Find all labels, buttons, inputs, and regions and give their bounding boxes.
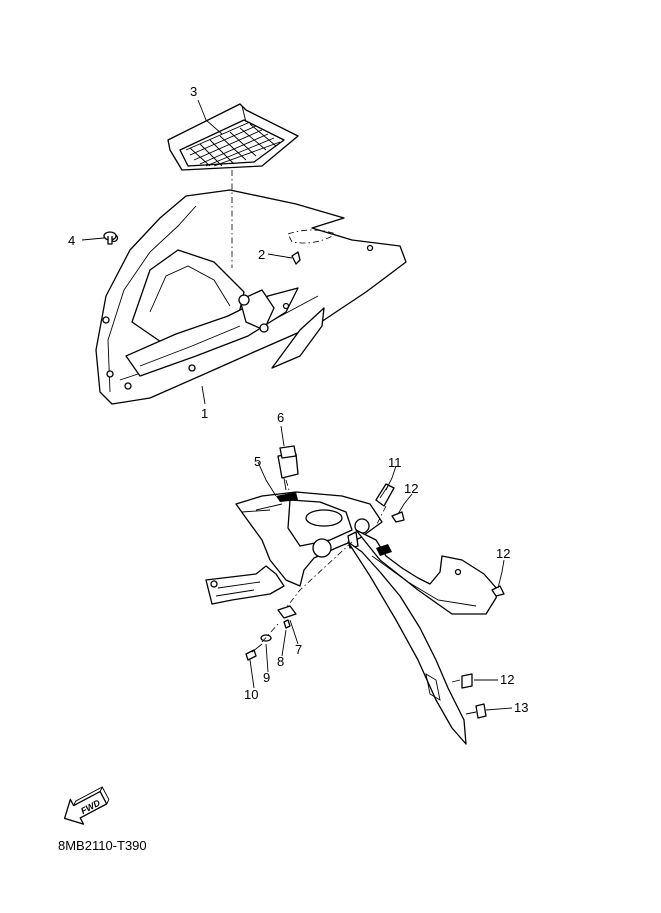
rear-side-panel[interactable] (347, 529, 499, 745)
callout-7: 7 (295, 642, 302, 657)
callout-12-upper: 12 (404, 481, 418, 496)
callout-12-lower: 12 (500, 672, 514, 687)
callout-12-right: 12 (496, 546, 510, 561)
part-1-front-cowling[interactable] (95, 189, 407, 405)
part-13-rivet[interactable] (465, 703, 487, 719)
part-8-washer[interactable] (283, 619, 291, 629)
leader-lines (81, 99, 513, 711)
mesh-pattern (185, 121, 281, 167)
callout-9: 9 (263, 670, 270, 685)
callout-6: 6 (277, 410, 284, 425)
part-2-screw[interactable] (291, 251, 301, 265)
callout-11: 11 (388, 455, 402, 470)
part-7-nut[interactable] (277, 605, 297, 619)
callout-13: 13 (514, 700, 528, 715)
part-4-bolt[interactable] (103, 231, 117, 245)
fwd-arrow-icon: FWD (63, 786, 110, 825)
callout-10: 10 (244, 687, 258, 702)
callout-8: 8 (277, 654, 284, 669)
callout-1: 1 (201, 406, 208, 421)
part-12-nut-right[interactable] (491, 585, 505, 597)
callout-5: 5 (254, 454, 261, 469)
part-3-mesh-grille[interactable] (167, 103, 299, 171)
diagram-code: 8MB2110-T390 (58, 838, 147, 853)
callout-4: 4 (68, 233, 75, 248)
callout-3: 3 (190, 84, 197, 99)
part-6-switch[interactable] (277, 445, 299, 491)
lower-bracket[interactable] (205, 565, 285, 605)
callout-labels: 3 4 2 1 6 5 11 12 12 7 8 9 12 10 13 (68, 84, 528, 715)
callout-2: 2 (258, 247, 265, 262)
part-10-bolt[interactable] (245, 643, 263, 661)
part-11-clip[interactable] (375, 483, 395, 507)
part-12-rivet-lower[interactable] (451, 673, 473, 689)
alignment-lines (231, 170, 387, 643)
part-5-inner-panel[interactable] (235, 491, 383, 587)
